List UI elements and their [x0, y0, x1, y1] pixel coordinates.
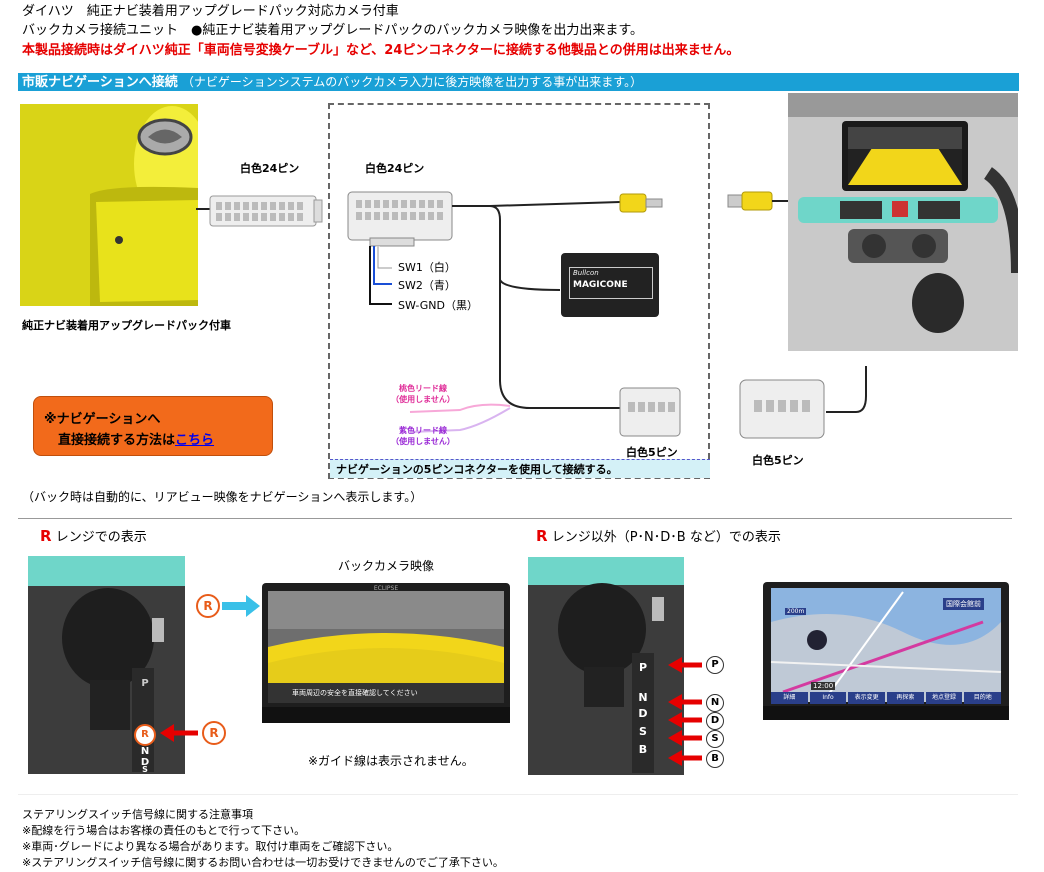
map-button-bar: 詳細 Info 表示変更 再探索 地点登録 目的地 — [771, 692, 1002, 704]
other-gear-d: D — [638, 707, 648, 720]
r-shifter-photo: P R N D S — [28, 556, 185, 774]
badge-d: D — [706, 712, 724, 730]
back-note: （バック時は自動的に、リアビュー映像をナビゲーションへ表示します。） — [22, 490, 423, 504]
divider-2 — [18, 794, 1018, 795]
car-illustration — [20, 104, 198, 306]
guide-note: ※ガイド線は表示されません。 — [308, 754, 474, 768]
r-circle-badge: R — [202, 721, 226, 745]
purple-lead-label: 紫色リード線 （使用しません） — [391, 426, 455, 446]
map-btn-destination[interactable]: 目的地 — [964, 692, 1002, 704]
back-camera-screen: ECLIPSE 車両周辺の安全を直接確認してください — [262, 583, 510, 723]
direct-connect-link[interactable]: こちら — [175, 433, 215, 448]
badge-s: S — [706, 730, 724, 748]
r-circle-top-badge: R — [196, 594, 220, 618]
screen-message: 車両周辺の安全を直接確認してください — [292, 689, 418, 697]
map-btn-register[interactable]: 地点登録 — [925, 692, 963, 704]
nav-map-screen: 国際会館前 200m 12:00 詳細 Info 表示変更 再探索 地点登録 目… — [763, 582, 1009, 720]
footer-note-3: ※ステアリングスイッチ信号線に関するお問い合わせは一切お受けできませんのでご了承… — [22, 856, 504, 869]
rca-input-icon — [727, 191, 792, 211]
sw1-label: SW1（白） — [398, 261, 456, 274]
divider — [18, 518, 1012, 519]
section-subtitle: （ナビゲーションシステムのバックカメラ入力に後方映像を出力する事が出来ます。） — [181, 75, 643, 89]
footer-note-2: ※車両･グレードにより異なる場合があります。取付け車両をご確認下さい。 — [22, 840, 399, 853]
pink-lead-label: 桃色リード線 （使用しません） — [391, 384, 455, 404]
unit-24pin-connector-icon — [347, 191, 453, 241]
other-gear-s: S — [639, 725, 647, 738]
r-arrow-icon — [160, 724, 198, 742]
map-scale: 200m — [785, 608, 807, 615]
other-shifter-photo: P N D S B — [528, 557, 684, 775]
header-line1: ダイハツ 純正ナビ装着用アップグレードパック対応カメラ付車 — [22, 4, 399, 19]
car-24pin-connector-icon — [196, 195, 323, 227]
other-gear-b: B — [638, 743, 648, 756]
unit-wiring — [347, 191, 681, 437]
gear-arrows-icon — [668, 657, 702, 766]
other-range-title: R レンジ以外（P･N･D･B など）での表示 — [536, 527, 781, 545]
map-place: 国際会館前 — [943, 598, 984, 610]
r-range-title: R レンジでの表示 — [40, 527, 147, 545]
map-btn-info[interactable]: Info — [809, 692, 847, 704]
direct-connect-note: ※ナビゲーションへ 直接接続する方法はこちら — [33, 396, 273, 456]
section-title: 市販ナビゲーションへ接続 — [22, 75, 178, 90]
swgnd-label: SW-GND（黒） — [398, 299, 479, 312]
badge-n: N — [706, 694, 724, 712]
nav-5pin-connector-icon — [739, 366, 867, 439]
r-gear-r: R — [134, 724, 156, 746]
car-photo — [20, 104, 198, 306]
nav-note: ナビゲーションの5ピンコネクターを使用して接続する。 — [330, 459, 710, 478]
other-gear-p: P — [638, 661, 648, 674]
section-bar: 市販ナビゲーションへ接続 （ナビゲーションシステムのバックカメラ入力に後方映像を… — [18, 73, 1019, 91]
map-btn-view[interactable]: 表示変更 — [848, 692, 886, 704]
car-connector-label: 白色24ピン — [240, 162, 300, 175]
car-caption: 純正ナビ装着用アップグレードパック付車 — [22, 319, 231, 332]
unit-connector-label: 白色24ピン — [365, 162, 425, 175]
map-btn-detail[interactable]: 詳細 — [771, 692, 808, 704]
badge-p: P — [706, 656, 724, 674]
unit-box — [328, 103, 710, 479]
bullcon-label: Bullcon — [573, 269, 599, 277]
rca-output-icon — [619, 193, 647, 213]
header-warning: 本製品接続時はダイハツ純正「車両信号変換ケーブル」など、24ピンコネクターに接続… — [22, 43, 740, 58]
badge-b: B — [706, 750, 724, 768]
other-gear-n: N — [638, 691, 648, 704]
footer-title: ステアリングスイッチ信号線に関する注意事項 — [22, 808, 253, 821]
map-btn-reroute[interactable]: 再探索 — [887, 692, 924, 704]
header-line2: バックカメラ接続ユニット ●純正ナビ装着用アップグレードパックのバックカメラ映像… — [22, 23, 644, 38]
nav-5pin-label: 白色5ピン — [752, 454, 804, 467]
video-label: バックカメラ映像 — [338, 559, 435, 573]
r-gear-n: N — [140, 746, 150, 757]
unit-5pin-label: 白色5ピン — [626, 446, 678, 459]
magicone-label: MAGICONE — [573, 280, 628, 290]
footer-note-1: ※配線を行う場合はお客様の責任のもとで行って下さい。 — [22, 824, 306, 837]
map-time: 12:00 — [811, 682, 836, 690]
r-gear-d: D — [140, 757, 150, 768]
magicone-unit: Bullcon MAGICONE — [561, 253, 659, 317]
dash-photo — [788, 93, 1018, 351]
r-gear-s: S — [142, 765, 148, 774]
r-gear-p: P — [141, 678, 149, 689]
right-arrow-icon — [222, 595, 260, 617]
sw2-label: SW2（青） — [398, 279, 456, 292]
